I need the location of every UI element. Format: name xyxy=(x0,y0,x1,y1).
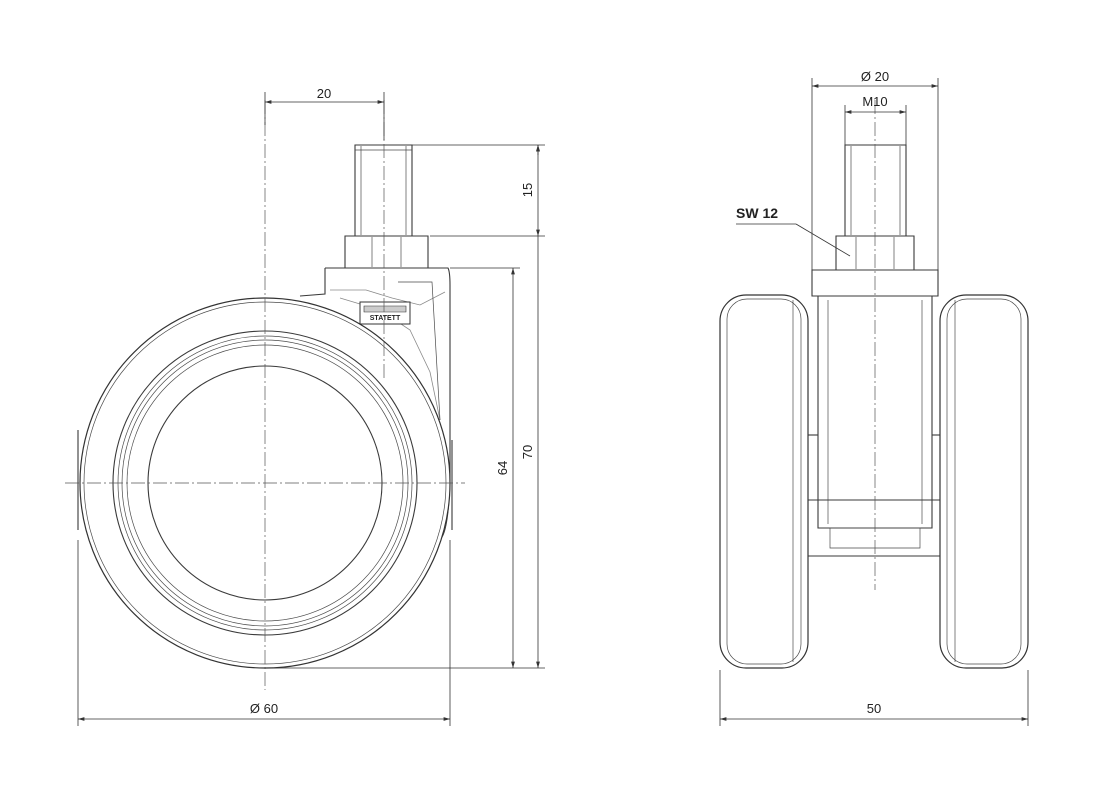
brand-logo: STATETT xyxy=(359,301,411,325)
dim-total-height-label: 70 xyxy=(520,445,535,459)
side-view: STATETT 20 xyxy=(65,86,545,726)
dim-housing-dia-label: Ø 20 xyxy=(861,69,889,84)
wrench-size-label: SW 12 xyxy=(736,205,778,221)
dim-offset: 20 xyxy=(264,86,385,140)
hex-nut xyxy=(344,235,429,269)
logo-label: STATETT xyxy=(370,315,401,322)
dim-wheel-height: 64 xyxy=(265,267,545,669)
front-view: Ø 20 M10 SW 12 50 xyxy=(719,69,1029,726)
dim-offset-label: 20 xyxy=(317,86,331,101)
side-center-lines xyxy=(65,100,465,690)
dim-housing-dia: Ø 20 xyxy=(811,69,939,270)
dim-diameter: Ø 60 xyxy=(77,540,451,726)
front-threaded-stem xyxy=(844,144,907,237)
dim-total-height: 70 xyxy=(520,145,540,668)
dim-width: 50 xyxy=(719,670,1029,726)
front-wheel-left xyxy=(719,294,809,669)
dim-stem-height-label: 15 xyxy=(520,183,535,197)
dim-thread-label: M10 xyxy=(862,94,887,109)
dim-wheel-height-label: 64 xyxy=(495,461,510,475)
dim-stem-height: 15 xyxy=(412,144,545,237)
dim-width-label: 50 xyxy=(867,701,881,716)
caster-housing xyxy=(299,267,451,541)
dim-diameter-label: Ø 60 xyxy=(250,701,278,716)
front-wheel-right xyxy=(939,294,1029,669)
dim-thread: M10 xyxy=(844,94,907,145)
wrench-size-callout: SW 12 xyxy=(736,205,851,257)
threaded-stem xyxy=(354,144,413,237)
